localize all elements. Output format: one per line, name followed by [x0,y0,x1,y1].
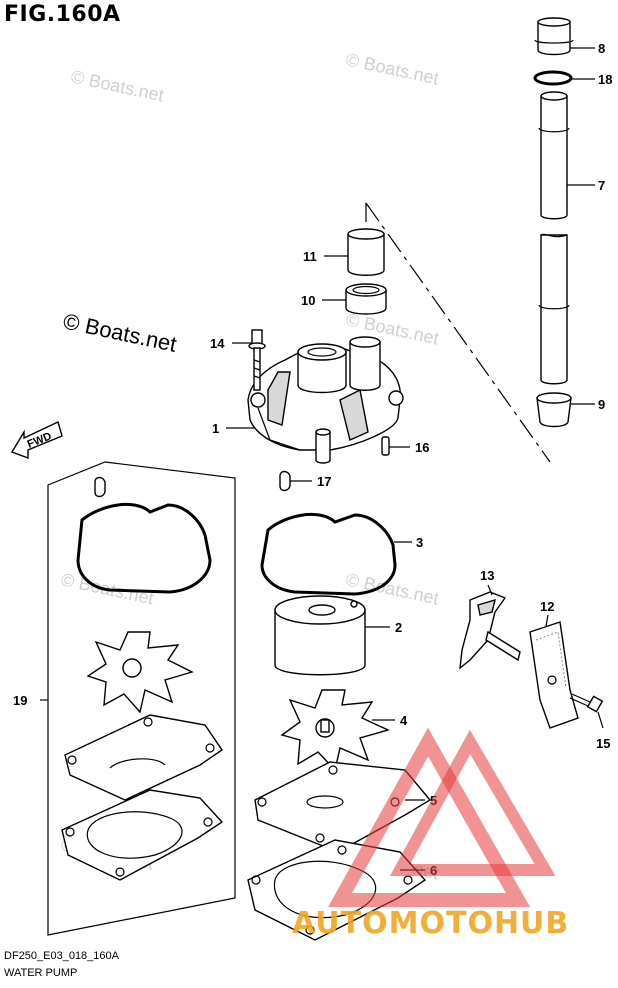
kit-19-impeller [86,631,194,714]
callout-4: 4 [400,713,408,728]
callout-17: 17 [317,474,331,489]
part-2-liner [274,595,366,676]
watermark-text: © Boats.net [344,49,440,88]
part-15-screw [569,693,604,713]
callout-1: 1 [212,421,219,436]
assembly-line [365,202,551,463]
part-14-bolt [248,329,266,391]
kit-19-outline [47,461,236,936]
figure-code: DF250_E03_018_160A [4,950,119,962]
callout-9: 9 [598,397,605,412]
leader-lines [226,47,604,871]
callout-14: 14 [210,336,225,351]
callout-2: 2 [395,620,402,635]
part-7-water-tube [538,91,570,385]
part-4-impeller [280,689,391,772]
callout-numbers: 8 18 7 9 11 10 14 1 16 17 3 2 4 5 6 13 1… [13,41,612,878]
callout-10: 10 [301,293,315,308]
kit-19-key [94,476,106,498]
part-9-grommet [536,392,572,428]
figure-title: FIG.160A [4,2,121,27]
callout-18: 18 [598,72,612,87]
watermark-text: © Boats.net [69,66,165,105]
part-18-o-ring [533,70,573,86]
part-16-dowel-pin [381,436,390,456]
part-13-bracket [459,591,521,670]
part-3-gasket [260,513,397,596]
part-10-bushing [345,283,387,315]
fwd-arrow-icon: FWD [10,421,63,460]
kit-19-gasket-plate [64,714,223,801]
part-6-plate [247,839,427,941]
callout-19: 19 [13,693,27,708]
logo-text: AUTOMOTOHUB [292,906,569,941]
callout-16: 16 [415,440,429,455]
part-11-sleeve [347,228,385,276]
callout-3: 3 [416,535,423,550]
kit-19-plate [61,789,224,881]
part-12-plate [529,621,579,729]
callout-15: 15 [596,736,610,751]
callout-8: 8 [598,41,605,56]
part-8-grommet [534,17,574,56]
section-title: WATER PUMP [4,967,78,979]
part-17-key [279,470,291,492]
part-1-pump-housing [247,336,404,464]
callout-7: 7 [598,178,605,193]
callout-12: 12 [540,599,554,614]
part-5-gasket-plate [254,761,432,853]
kit-19-gasket [76,503,212,594]
watermark-text-primary: © Boats.net [61,308,179,356]
callout-11: 11 [303,249,317,264]
automotohub-logo: AUTOMOTOHUB [292,727,569,941]
callout-13: 13 [480,568,494,583]
fwd-label: FWD [26,430,54,451]
